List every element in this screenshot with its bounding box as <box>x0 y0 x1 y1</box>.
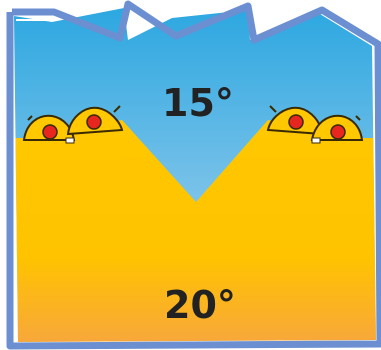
heater-light <box>331 125 345 139</box>
heater-light <box>289 115 303 129</box>
heater-mount <box>66 138 74 143</box>
bottom-temperature-label: 20° <box>164 283 236 327</box>
heater-mount <box>312 138 320 143</box>
heater-light <box>87 115 101 129</box>
heater-light <box>43 125 57 139</box>
top-temperature-label: 15° <box>162 81 234 125</box>
